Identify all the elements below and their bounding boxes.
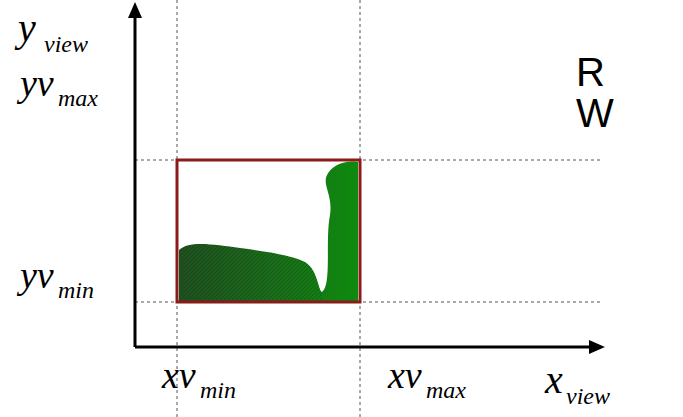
viewport-rect [177,160,360,302]
axis-label: yv [20,64,54,102]
axis-subscript: min [200,378,236,402]
title-fragment: R [576,52,605,92]
title-fragment: W [576,93,614,133]
axis-subscript: max [426,378,466,402]
axis-label: yv [20,256,54,294]
axis-label: xv [388,356,422,394]
axis-subscript: max [58,86,98,110]
guide-lines [135,0,600,417]
axis-subscript: view [566,384,610,408]
shape-texture [179,244,322,301]
axes [128,2,605,354]
axis-subscript: min [58,278,94,302]
axis-label: y [18,8,36,48]
axis-subscript: view [44,32,88,56]
clipped-shape [179,162,358,301]
axis-label: x [545,360,563,400]
axis-label: xv [162,356,196,394]
